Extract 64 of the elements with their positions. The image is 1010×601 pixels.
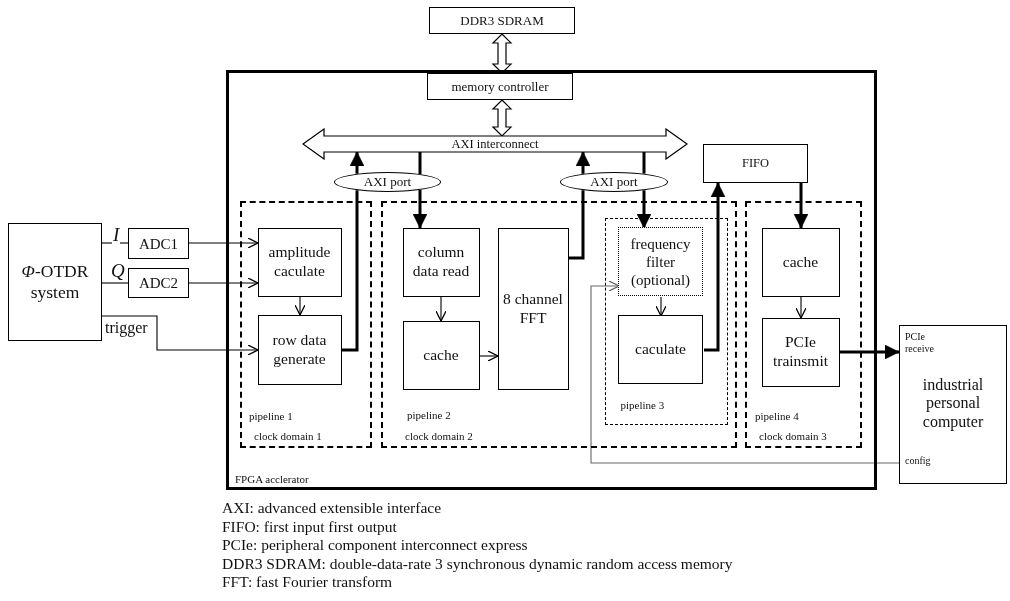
optional-pipeline-region xyxy=(604,217,728,425)
port-label: PCIe receive xyxy=(905,331,935,354)
arrow xyxy=(479,350,499,362)
connector-line xyxy=(642,152,646,174)
converter-box: ADC2 xyxy=(128,268,189,298)
pipeline-label: pipeline 2 xyxy=(407,409,451,422)
edge-label: I xyxy=(112,225,121,244)
pipeline-region xyxy=(381,201,737,448)
abbreviation-note: AXI: advanced extensible interface xyxy=(222,499,442,517)
process-box: PCIe trainsmit xyxy=(761,317,840,387)
pipeline-label: pipeline 3 xyxy=(620,398,665,412)
abbreviation-note: FFT: fast Fourier transform xyxy=(222,573,393,591)
arrow xyxy=(840,344,900,360)
arrow xyxy=(294,296,306,316)
connector-line xyxy=(101,282,129,284)
arrow xyxy=(795,296,807,319)
arrow xyxy=(188,237,259,249)
device-label: industrial personal computer xyxy=(921,376,985,432)
process-box: column data read xyxy=(402,227,480,297)
arrow xyxy=(188,277,259,289)
edge-label: trigger xyxy=(104,320,149,336)
arrow xyxy=(412,189,428,229)
arrow xyxy=(349,151,365,174)
double-arrow xyxy=(491,99,513,137)
process-box: amplitude caculate xyxy=(257,227,342,297)
port-label: config xyxy=(905,455,931,467)
pipeline-region xyxy=(240,201,372,448)
connector-line xyxy=(418,152,422,175)
process-box: cache xyxy=(402,320,480,390)
connector-line xyxy=(101,242,129,244)
process-box: 8 channel FFT xyxy=(497,227,569,390)
clock-domain-label: clock domain 2 xyxy=(405,430,473,443)
abbreviation-note: PCIe: peripheral component interconnect express xyxy=(222,536,528,554)
arrow xyxy=(101,315,259,356)
connector-line xyxy=(569,190,585,260)
abbreviation-note: DDR3 SDRAM: double-data-rate 3 synchronous dynamic random access memory xyxy=(222,554,733,573)
connector-line xyxy=(342,190,359,352)
arrow xyxy=(590,280,900,464)
pipeline-region xyxy=(745,201,862,448)
controller-box: memory controller xyxy=(427,73,573,100)
memory-chip-box: DDR3 SDRAM xyxy=(429,7,575,34)
arrow xyxy=(435,296,447,322)
system-box: Φ-OTDR system xyxy=(8,223,102,341)
pipeline-label: pipeline 1 xyxy=(249,410,293,423)
clock-domain-label: clock domain 1 xyxy=(254,430,322,443)
arrow xyxy=(636,190,652,229)
bus-arrow: AXI interconnect xyxy=(302,128,688,160)
arrow xyxy=(704,182,726,352)
clock-domain-label: clock domain 3 xyxy=(759,430,827,443)
process-box: row data generate xyxy=(257,314,342,385)
fpga-boundary xyxy=(226,70,877,490)
optional-process-box: frequency filter (optional) xyxy=(618,227,703,296)
region-label: FPGA acclerator xyxy=(235,473,309,486)
pipeline-label: pipeline 4 xyxy=(755,410,799,423)
abbreviation-note: FIFO: first input first output xyxy=(222,517,397,536)
arrow xyxy=(655,296,667,317)
converter-box: ADC1 xyxy=(128,228,189,259)
process-box: caculate xyxy=(618,315,703,384)
arrow xyxy=(793,183,809,229)
computer-box xyxy=(899,325,1007,484)
edge-label: Q xyxy=(110,261,126,280)
process-box: cache xyxy=(761,227,840,297)
arrow xyxy=(575,151,591,174)
fifo-box: FIFO xyxy=(703,144,808,183)
